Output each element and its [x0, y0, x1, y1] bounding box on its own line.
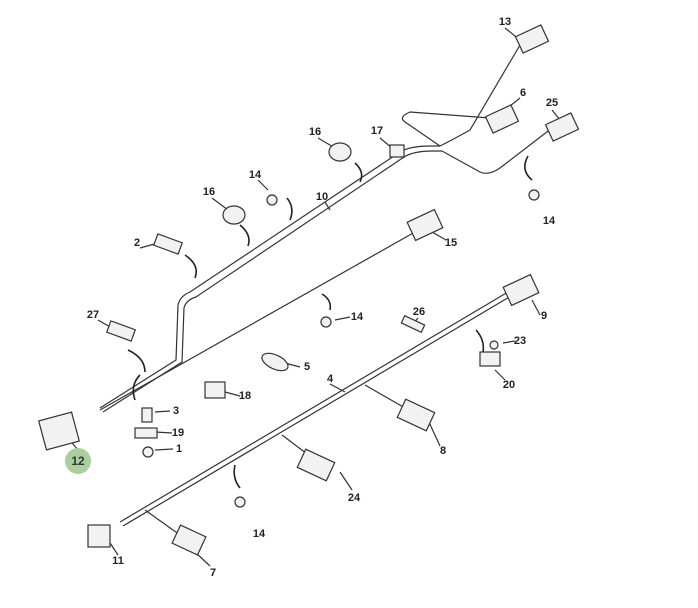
label-13: 13: [498, 16, 512, 28]
label-1: 1: [175, 443, 183, 455]
part-23-washer: [489, 340, 499, 350]
part-19-clamp: [134, 427, 158, 439]
label-6: 6: [519, 87, 527, 99]
label-9: 9: [540, 310, 548, 322]
branch-25-wire: [441, 127, 553, 174]
part-14-clip: [266, 194, 278, 206]
label-20: 20: [502, 379, 516, 391]
label-5: 5: [303, 361, 311, 373]
part-5-tie: [261, 352, 289, 372]
label-15: 15: [444, 237, 458, 249]
part-27-clamp: [105, 320, 137, 342]
part-24-connector: [296, 448, 336, 482]
part-6-connector: [484, 104, 520, 134]
part-13-connector: [514, 24, 550, 54]
label-26: 26: [412, 306, 426, 318]
part-2-clamp: [152, 233, 184, 255]
label-18: 18: [238, 390, 252, 402]
label-14: 14: [248, 169, 262, 181]
label-10: 10: [315, 191, 329, 203]
label-25: 25: [545, 97, 559, 109]
label-23: 23: [513, 335, 527, 347]
highlighted-part-callout[interactable]: 12: [65, 448, 91, 474]
label-27: 27: [86, 309, 100, 321]
branch-8-wire: [364, 384, 406, 409]
branch-6-wire: [401, 111, 491, 147]
label-16: 16: [202, 186, 216, 198]
install-arrow: [354, 162, 363, 183]
harness-4-wire: [119, 291, 509, 523]
part-14-clip: [528, 189, 540, 201]
part-1-nut: [142, 446, 154, 458]
branch-7-wire: [144, 509, 181, 536]
part-12-connector: [37, 411, 81, 451]
callout-12-label: 12: [71, 454, 85, 468]
part-17-clip: [389, 144, 405, 158]
label-24: 24: [347, 492, 361, 504]
label-14: 14: [542, 215, 556, 227]
part-25-connector: [544, 112, 580, 142]
label-14: 14: [252, 528, 266, 540]
part-7-connector: [171, 524, 207, 556]
label-7: 7: [209, 567, 217, 579]
label-14: 14: [350, 311, 364, 323]
part-18-clip: [204, 381, 226, 399]
label-3: 3: [172, 405, 180, 417]
part-14-clip: [320, 316, 332, 328]
branch-15-wire: [99, 231, 416, 411]
label-8: 8: [439, 445, 447, 457]
part-3-bolt: [141, 407, 153, 423]
part-20-clamp: [479, 351, 501, 367]
label-4: 4: [326, 373, 334, 385]
part-26-sleeve: [400, 314, 426, 334]
harness-10-wire: [99, 44, 521, 409]
part-8-connector: [396, 398, 436, 432]
label-16: 16: [308, 126, 322, 138]
part-16-grommet: [222, 205, 246, 225]
part-11-connector: [87, 524, 111, 548]
part-16-grommet: [328, 142, 352, 162]
part-15-connector: [406, 208, 444, 242]
label-19: 19: [171, 427, 185, 439]
part-9-connector: [502, 273, 540, 307]
part-14-clip: [234, 496, 246, 508]
label-17: 17: [370, 125, 384, 137]
label-11: 11: [112, 555, 124, 567]
label-2: 2: [133, 237, 141, 249]
